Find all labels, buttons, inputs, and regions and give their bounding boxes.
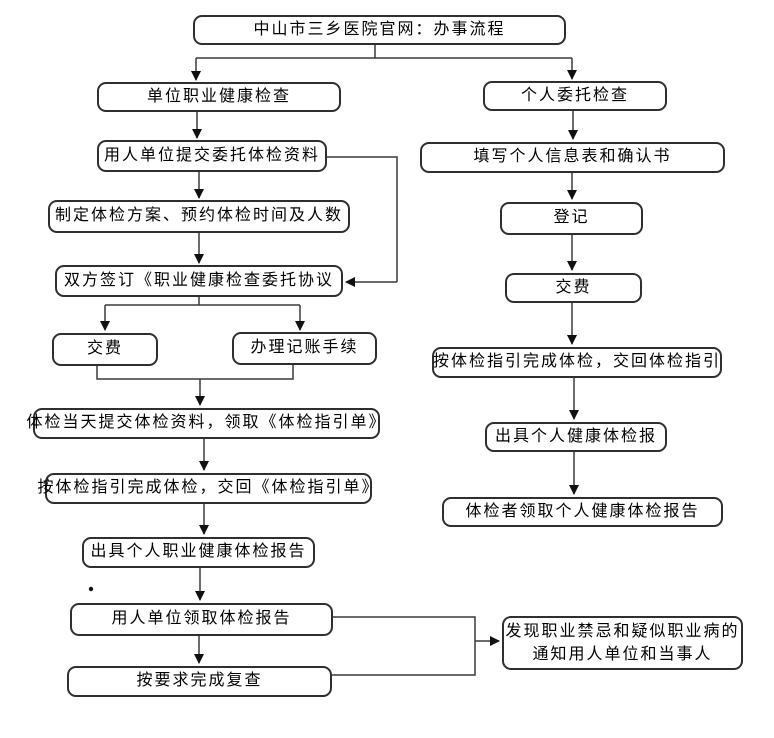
flow-node-unit-check: 单位职业健康检查 xyxy=(97,82,341,112)
flow-node-bookkeeping: 办理记账手续 xyxy=(232,332,377,365)
flow-node-notify: 发现职业禁忌和疑似职业病的 通知用人单位和当事人 xyxy=(502,616,743,670)
connector-lines xyxy=(96,45,572,676)
flow-node-finish-exam-left: 按体检指引完成体检，交回《体检指引单》 xyxy=(38,473,378,504)
stray-dot xyxy=(88,586,94,592)
flow-node-title: 中山市三乡医院官网：办事流程 xyxy=(193,15,566,45)
flow-node-make-plan: 制定体检方案、预约体检时间及人数 xyxy=(48,200,350,233)
flow-node-finish-exam-right: 按体检指引完成体检，交回体检指引 xyxy=(432,347,722,378)
flow-node-unit-receive-report: 用人单位领取体检报告 xyxy=(70,603,333,636)
notify-line-1: 发现职业禁忌和疑似职业病的 xyxy=(505,622,740,640)
connector-arrows xyxy=(100,58,579,664)
flow-node-pay-left: 交费 xyxy=(52,333,158,366)
flow-node-issue-report-right: 出具个人健康体检报 xyxy=(485,422,667,452)
flow-node-pay-right: 交费 xyxy=(505,273,642,303)
flow-node-submit-materials: 用人单位提交委托体检资料 xyxy=(97,140,327,172)
flow-node-fill-form: 填写个人信息表和确认书 xyxy=(420,142,725,173)
flow-node-register: 登记 xyxy=(500,202,643,235)
flow-node-recheck: 按要求完成复查 xyxy=(67,666,332,697)
notify-line-2: 通知用人单位和当事人 xyxy=(532,646,713,663)
flow-node-personal-check: 个人委托检查 xyxy=(483,81,667,111)
flow-node-issue-report-left: 出具个人职业健康体检报告 xyxy=(82,537,315,568)
flow-node-day-materials: 体检当天提交体检资料，领取《体检指引单》 xyxy=(27,408,385,439)
flow-node-personal-receive-report: 体检者领取个人健康体检报告 xyxy=(442,497,723,527)
flow-node-sign-agreement: 双方签订《职业健康检查委托协议 xyxy=(55,265,343,297)
